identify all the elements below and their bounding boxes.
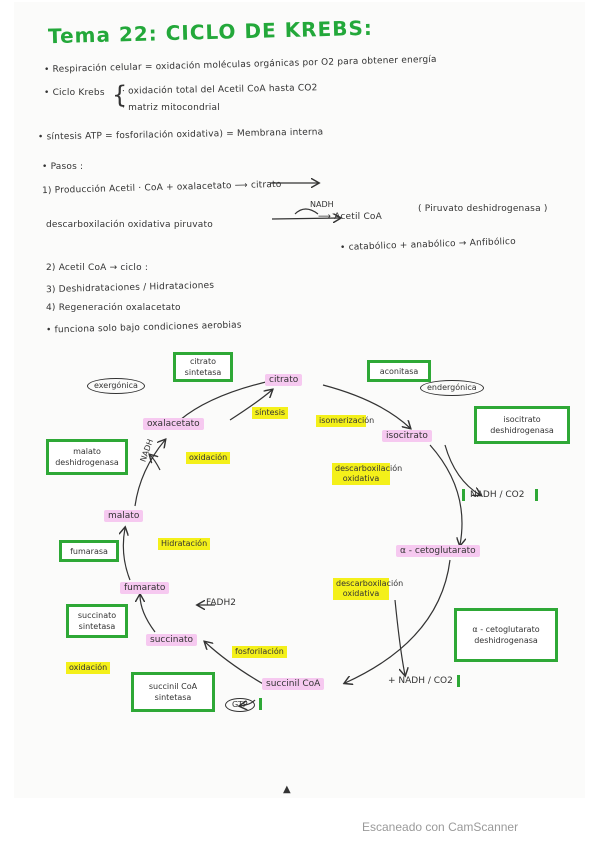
arrow-cetoglutarato-succinil — [345, 559, 451, 683]
note-descarboxilacion-piruvato: descarboxilación oxidativa piruvato — [46, 220, 213, 230]
arrow-citrato-isocitrato — [322, 384, 410, 428]
enzyme-malato-deshidrogenasa: malato deshidrogenasa — [46, 439, 128, 475]
node-malato: malato — [104, 510, 144, 522]
note-paso-2: 2) Acetil CoA → ciclo : — [46, 263, 149, 273]
note-piruvato-deshidrogenasa: ( Piruvato deshidrogenasa ) — [418, 204, 548, 214]
highlight-descarboxilacion-1: descarboxilación oxidativa — [332, 463, 402, 485]
node-citrato: citrato — [265, 374, 303, 386]
product-nadh-co2-2: + NADH / CO2 — [388, 676, 453, 686]
arrow-malato-oxalacetato — [134, 440, 165, 507]
arrow-nadh-co2-out — [444, 444, 480, 495]
note-acetil-coa: ⟶ Acetil CoA — [318, 212, 382, 222]
enzyme-isocitrato-deshidrogenasa: isocitrato deshidrogenasa — [474, 406, 570, 444]
arrow-fumarato-malato — [123, 528, 131, 581]
arrow-isocitrato-cetoglutarato — [429, 444, 462, 545]
note-matriz: · matriz mitocondrial — [122, 103, 220, 113]
note-pasos: • Pasos : — [42, 162, 84, 172]
note-ciclo-krebs: • Ciclo Krebs — [44, 88, 105, 98]
arrow-oxalacetato-citrato — [229, 390, 272, 421]
oval-exergonica: exergónica — [87, 378, 145, 394]
product-nadh-co2-1: NADH / CO2 — [470, 490, 525, 500]
arrow-nadh-malato — [150, 455, 161, 471]
nadh-label: NADH — [310, 200, 334, 209]
green-mark-1 — [535, 489, 538, 501]
camscanner-footer: Escaneado con CamScanner — [362, 820, 519, 834]
highlight-fosforilacion: fosforilación — [232, 646, 287, 658]
highlight-oxidacion-1: oxidación — [186, 452, 231, 464]
page-mark: ▲ — [283, 784, 291, 795]
enzyme-succinil-coa-sintetasa: succinil CoA sintetasa — [131, 672, 215, 712]
enzyme-citrato-sintetasa: citrato sintetasa — [173, 352, 233, 382]
enzyme-cetoglutarato-deshidrogenasa: α - cetoglutarato deshidrogenasa — [454, 608, 558, 662]
green-mark-3 — [457, 675, 460, 687]
enzyme-succinato-sintetasa: succinato sintetasa — [66, 604, 128, 638]
oval-endergonica: endergónica — [420, 380, 484, 396]
arrow-citrato-oxalacetato — [179, 380, 271, 421]
highlight-hidratacion: Hidratación — [158, 538, 211, 550]
node-succinil-coa: succinil CoA — [262, 678, 325, 690]
product-gtp: GTP — [225, 698, 255, 712]
node-isocitrato: isocitrato — [382, 430, 432, 442]
node-succinato: succinato — [146, 634, 198, 646]
highlight-isomerizacion: isomerización — [316, 415, 374, 427]
highlight-descarboxilacion-2: descarboxilación oxidativa — [333, 578, 403, 600]
highlight-sintesis: síntesis — [252, 407, 289, 419]
product-fadh2: FADH2 — [206, 598, 236, 608]
arrow-succinato-fumarato — [140, 595, 156, 633]
note-paso-4: 4) Regeneración oxalacetato — [46, 303, 181, 313]
green-mark-2 — [462, 489, 465, 501]
enzyme-fumarasa: fumarasa — [59, 540, 119, 562]
arrow-nadh-co2-2 — [394, 599, 405, 675]
green-mark-4 — [259, 698, 262, 710]
node-oxalacetato: oxalacetato — [143, 418, 204, 430]
arrow-succinil-succinato — [205, 642, 266, 686]
node-fumarato: fumarato — [120, 582, 170, 594]
highlight-oxidacion-2: oxidación — [66, 662, 111, 674]
brace: { — [112, 81, 128, 109]
node-cetoglutarato: α - cetoglutarato — [396, 545, 480, 557]
enzyme-aconitasa: aconitasa — [367, 360, 431, 382]
